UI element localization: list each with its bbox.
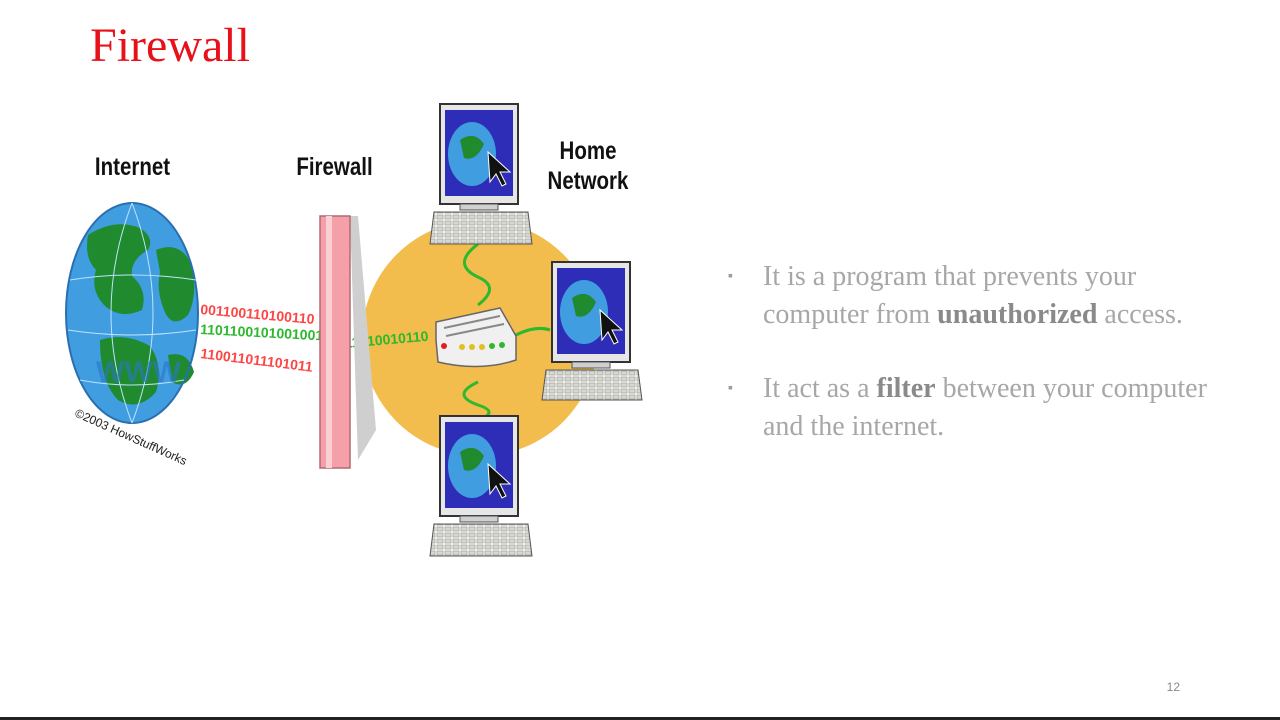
- firewall-wall-icon: [319, 215, 376, 469]
- binary-stream-green: 11011001010010011: [200, 321, 331, 344]
- bullet-marker-icon: ▪: [728, 269, 733, 284]
- bullet-text-part: access.: [1097, 299, 1183, 330]
- computer-top-icon: [429, 103, 533, 245]
- firewall-diagram: 001100110100110 11011001010010011 110011…: [60, 100, 660, 570]
- bullet-list: ▪ It is a program that prevents your comp…: [728, 258, 1228, 482]
- bullet-text-part: between your computer and the internet.: [763, 373, 1207, 442]
- bullet-bold-text: unauthorized: [937, 299, 1098, 330]
- bullet-bold-text: filter: [876, 373, 936, 404]
- slide-title: Firewall: [90, 19, 250, 72]
- bottom-border: [0, 717, 1280, 720]
- globe-icon: [65, 202, 199, 424]
- page-number: 12: [1166, 680, 1180, 694]
- internet-label: Internet: [94, 153, 171, 181]
- router-icon: [435, 307, 517, 368]
- globe-www-text: WWW: [96, 356, 182, 389]
- binary-stream-red-bottom: 110011011101011: [200, 345, 314, 375]
- bullet-text-part: It act as a: [763, 373, 877, 404]
- bullet-item: ▪ It act as a filter between your compute…: [728, 370, 1228, 446]
- bullet-marker-icon: ▪: [728, 381, 733, 396]
- bullet-text: It is a program that prevents your compu…: [763, 258, 1228, 334]
- bullet-item: ▪ It is a program that prevents your comp…: [728, 258, 1228, 334]
- bullet-text: It act as a filter between your computer…: [763, 370, 1228, 446]
- computer-right-icon: [541, 261, 643, 401]
- home-network-label: Home Network: [547, 137, 629, 195]
- bullet-text-part: It is a program that prevents your compu…: [763, 261, 1137, 330]
- firewall-label: Firewall: [296, 153, 373, 181]
- diagram-graphic: 001100110100110 11011001010010011 110011…: [65, 103, 643, 557]
- computer-bottom-icon: [429, 415, 533, 557]
